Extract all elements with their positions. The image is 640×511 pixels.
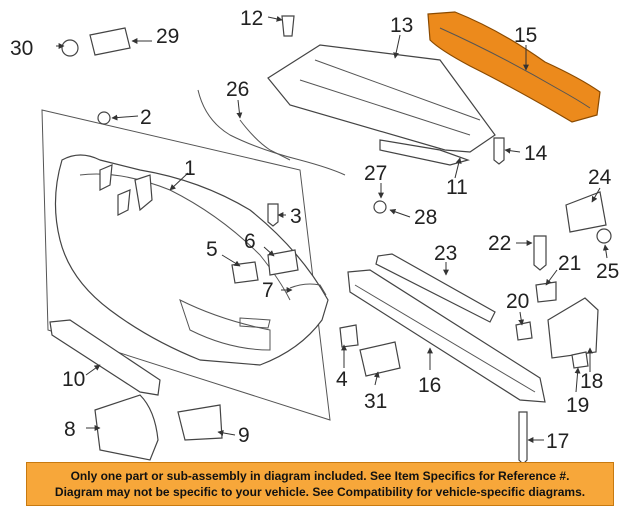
callout-6: 6 (244, 230, 256, 253)
part-22-bolt (533, 235, 547, 271)
callout-7: 7 (262, 279, 274, 302)
callout-23: 23 (434, 242, 457, 265)
part-23-absorber (375, 253, 496, 323)
part-17-bolt (518, 411, 528, 465)
part-15-reinforcement (427, 11, 601, 123)
part-7 (289, 283, 327, 296)
callout-3: 3 (290, 205, 302, 228)
callout-13: 13 (390, 14, 413, 37)
part-29-connector (89, 27, 131, 56)
callout-15: 15 (514, 24, 537, 47)
callout-4: 4 (336, 368, 348, 391)
part-bracket-a (99, 164, 113, 191)
callout-29: 29 (156, 25, 179, 48)
callout-labels: 30 29 12 13 15 2 26 14 1 27 11 24 3 28 5… (10, 7, 619, 453)
callout-22: 22 (488, 232, 511, 255)
part-14-bolt (493, 137, 505, 165)
callout-20: 20 (506, 290, 529, 313)
callout-11: 11 (446, 176, 468, 199)
part-5 (231, 261, 259, 284)
callout-9: 9 (238, 424, 250, 447)
part-8-fog-grille (94, 394, 159, 461)
part-3-screw (267, 203, 279, 227)
callout-17: 17 (546, 430, 569, 453)
callout-12: 12 (240, 7, 263, 30)
part-26-harness (197, 89, 346, 176)
disclaimer-banner: Only one part or sub-assembly in diagram… (26, 462, 614, 506)
callout-30: 30 (10, 37, 33, 60)
callout-16: 16 (418, 374, 441, 397)
callout-5: 5 (206, 238, 218, 261)
callout-19: 19 (566, 394, 589, 417)
part-25-grommet (596, 228, 612, 244)
part-9 (177, 404, 223, 441)
part-6 (267, 249, 299, 276)
leader-lines (56, 15, 609, 443)
callout-24: 24 (588, 166, 612, 189)
part-10-lower-grille (49, 319, 161, 396)
assembly-panel-outline (41, 109, 331, 421)
disclaimer-line-2: Diagram may not be specific to your vehi… (54, 485, 586, 499)
callout-1: 1 (184, 157, 196, 180)
part-20-bolt (515, 321, 533, 341)
part-4-clip (339, 324, 359, 348)
part-19-bolt (571, 351, 589, 369)
callout-10: 10 (62, 368, 85, 391)
part-31-module (359, 341, 401, 377)
callout-26: 26 (226, 78, 249, 101)
part-2-clip (97, 111, 111, 125)
callout-31: 31 (364, 390, 387, 413)
callout-18: 18 (580, 370, 603, 393)
part-18-bracket (547, 297, 599, 359)
part-bracket-b (117, 189, 131, 216)
callout-8: 8 (64, 418, 76, 441)
part-bracket-c (134, 174, 153, 212)
callout-25: 25 (596, 260, 619, 283)
callout-21: 21 (558, 252, 581, 275)
disclaimer-line-1: Only one part or sub-assembly in diagram… (70, 469, 570, 483)
callout-27: 27 (364, 162, 387, 185)
part-30-ring (61, 39, 79, 57)
part-24-bracket (565, 191, 607, 233)
part-12-screw (281, 15, 295, 37)
part-27-connector (373, 200, 387, 214)
callout-28: 28 (414, 206, 437, 229)
callout-14: 14 (524, 142, 548, 165)
callout-2: 2 (140, 106, 152, 129)
